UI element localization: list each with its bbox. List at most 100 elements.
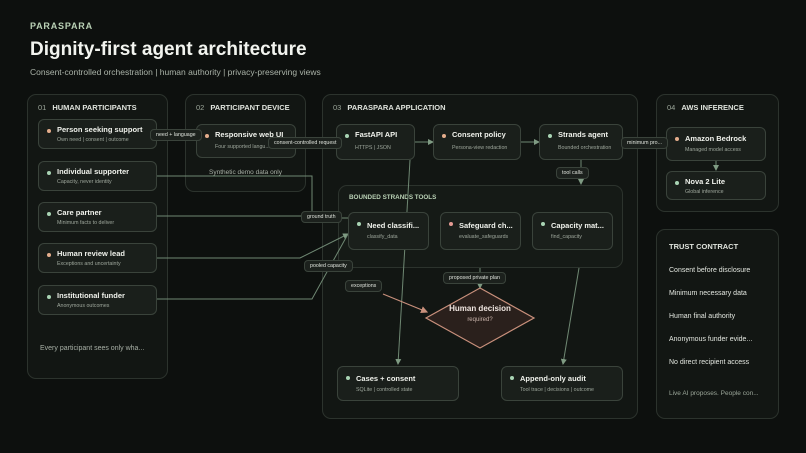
node-title: Safeguard ch... (459, 221, 513, 230)
status-dot (449, 222, 453, 226)
node-title: Person seeking support (57, 125, 143, 134)
section-number: 01 (38, 103, 47, 112)
node-title: Capacity mat... (551, 221, 604, 230)
section-title: PARASPARA APPLICATION (347, 103, 446, 112)
node-safeguard-check[interactable]: Safeguard ch... evaluate_safeguards (440, 212, 521, 250)
node-title: Need classifi... (367, 221, 420, 230)
edge-label-pooled-capacity: pooled capacity (304, 260, 353, 272)
node-subtitle: Bounded orchestration (558, 145, 612, 151)
node-subtitle: Global inference (685, 189, 724, 195)
node-title: Amazon Bedrock (685, 134, 747, 143)
status-dot (47, 129, 51, 133)
status-dot (345, 134, 349, 138)
node-title: Cases + consent (356, 374, 416, 383)
status-dot (357, 222, 361, 226)
node-title: Responsive web UI (215, 130, 284, 139)
node-subtitle: HTTPS | JSON (355, 145, 391, 151)
node-title: Nova 2 Lite (685, 177, 726, 186)
section-number: 04 (667, 103, 676, 112)
decision-label[interactable]: Human decision required? (440, 304, 520, 323)
trust-item: No direct recipient access (669, 359, 750, 366)
device-note: Synthetic demo data only (209, 169, 282, 176)
node-title: Consent policy (452, 130, 506, 139)
node-subtitle: Managed model access (685, 147, 741, 153)
node-subtitle: Persona-view redaction (452, 145, 508, 151)
decision-title: Human decision (449, 304, 511, 313)
node-title: Individual supporter (57, 167, 130, 176)
node-subtitle: evaluate_safeguards (459, 234, 509, 240)
node-cases-consent[interactable]: Cases + consent SQLite | controlled stat… (337, 366, 459, 401)
section-title: HUMAN PARTICIPANTS (52, 103, 137, 112)
node-nova-2-lite[interactable]: Nova 2 Lite Global inference (666, 171, 766, 200)
status-dot (675, 137, 679, 141)
section-title: PARTICIPANT DEVICE (210, 103, 290, 112)
node-person-seeking-support[interactable]: Person seeking support Own need | consen… (38, 119, 157, 149)
status-dot (541, 222, 545, 226)
section-title: AWS INFERENCE (681, 103, 744, 112)
edge-label-tool-calls: tool calls (556, 167, 589, 179)
node-amazon-bedrock[interactable]: Amazon Bedrock Managed model access (666, 127, 766, 161)
node-subtitle: Own need | consent | outcome (57, 137, 129, 143)
node-append-only-audit[interactable]: Append-only audit Tool trace | decisions… (501, 366, 623, 401)
node-institutional-funder[interactable]: Institutional funder Anonymous outcomes (38, 285, 157, 315)
node-subtitle: Tool trace | decisions | outcome (520, 387, 595, 393)
node-subtitle: find_capacity (551, 234, 582, 240)
edge-tools-audit (560, 267, 580, 365)
edge-label-need-language: need + language (150, 129, 202, 141)
status-dot (548, 134, 552, 138)
trust-contract-panel: TRUST CONTRACT Consent before disclosure… (656, 229, 779, 419)
node-capacity-match[interactable]: Capacity mat... find_capacity (532, 212, 613, 250)
status-dot (47, 253, 51, 257)
node-need-classifier[interactable]: Need classifi... classify_data (348, 212, 429, 250)
status-dot (346, 376, 350, 380)
node-subtitle: Minimum facts to deliver (57, 220, 115, 226)
node-title: FastAPI API (355, 130, 398, 139)
trust-item: Consent before disclosure (669, 267, 751, 274)
edge-label-ground-truth: ground truth (301, 211, 342, 223)
page-subtitle: Consent-controlled orchestration | human… (30, 67, 321, 77)
edge-fastapi-cases (395, 159, 411, 365)
trust-item: Human final authority (669, 313, 736, 320)
node-consent-policy[interactable]: Consent policy Persona-view redaction (433, 124, 521, 160)
edge-label-exceptions: exceptions (345, 280, 383, 292)
node-individual-supporter[interactable]: Individual supporter Capacity, never ide… (38, 161, 157, 191)
node-subtitle: Exceptions and uncertainty (57, 261, 121, 267)
section-number: 03 (333, 103, 342, 112)
node-care-partner[interactable]: Care partner Minimum facts to deliver (38, 202, 157, 232)
node-fastapi-api[interactable]: FastAPI API HTTPS | JSON (336, 124, 415, 160)
node-subtitle: Anonymous outcomes (57, 303, 110, 309)
brand-label: PARASPARA (30, 21, 93, 31)
status-dot (510, 376, 514, 380)
node-title: Append-only audit (520, 374, 586, 383)
status-dot (442, 134, 446, 138)
node-title: Institutional funder (57, 291, 125, 300)
status-dot (47, 295, 51, 299)
node-title: Strands agent (558, 130, 609, 139)
status-dot (47, 171, 51, 175)
decision-subtitle: required? (467, 317, 493, 323)
status-dot (675, 181, 679, 185)
status-dot (47, 212, 51, 216)
node-human-review-lead[interactable]: Human review lead Exceptions and uncerta… (38, 243, 157, 273)
node-subtitle: SQLite | controlled state (356, 387, 413, 393)
trust-footer: Live AI proposes. People con... (669, 390, 759, 397)
edge-label-proposed-plan: proposed private plan (443, 272, 506, 284)
page-title: Dignity-first agent architecture (30, 39, 307, 60)
status-dot (205, 134, 209, 138)
node-strands-agent[interactable]: Strands agent Bounded orchestration (539, 124, 623, 160)
node-title: Human review lead (57, 249, 125, 258)
tools-title: BOUNDED STRANDS TOOLS (349, 194, 437, 201)
node-subtitle: Four supported langu... (215, 144, 270, 150)
edge-exceptions-decision (382, 293, 429, 314)
edge-review-tools (157, 233, 349, 259)
node-subtitle: Capacity, never identity (57, 179, 112, 185)
participants-footer: Every participant sees only wha... (40, 345, 145, 352)
edge-funder-tools (157, 233, 349, 300)
trust-title: TRUST CONTRACT (669, 242, 739, 251)
trust-item: Anonymous funder evide... (669, 336, 753, 343)
edge-label-consent-request: consent-controlled request (268, 137, 343, 149)
section-number: 02 (196, 103, 205, 112)
edge-label-minimum: minimum pro... (621, 137, 669, 149)
node-subtitle: classify_data (367, 234, 398, 240)
decision-diamond (424, 287, 536, 349)
